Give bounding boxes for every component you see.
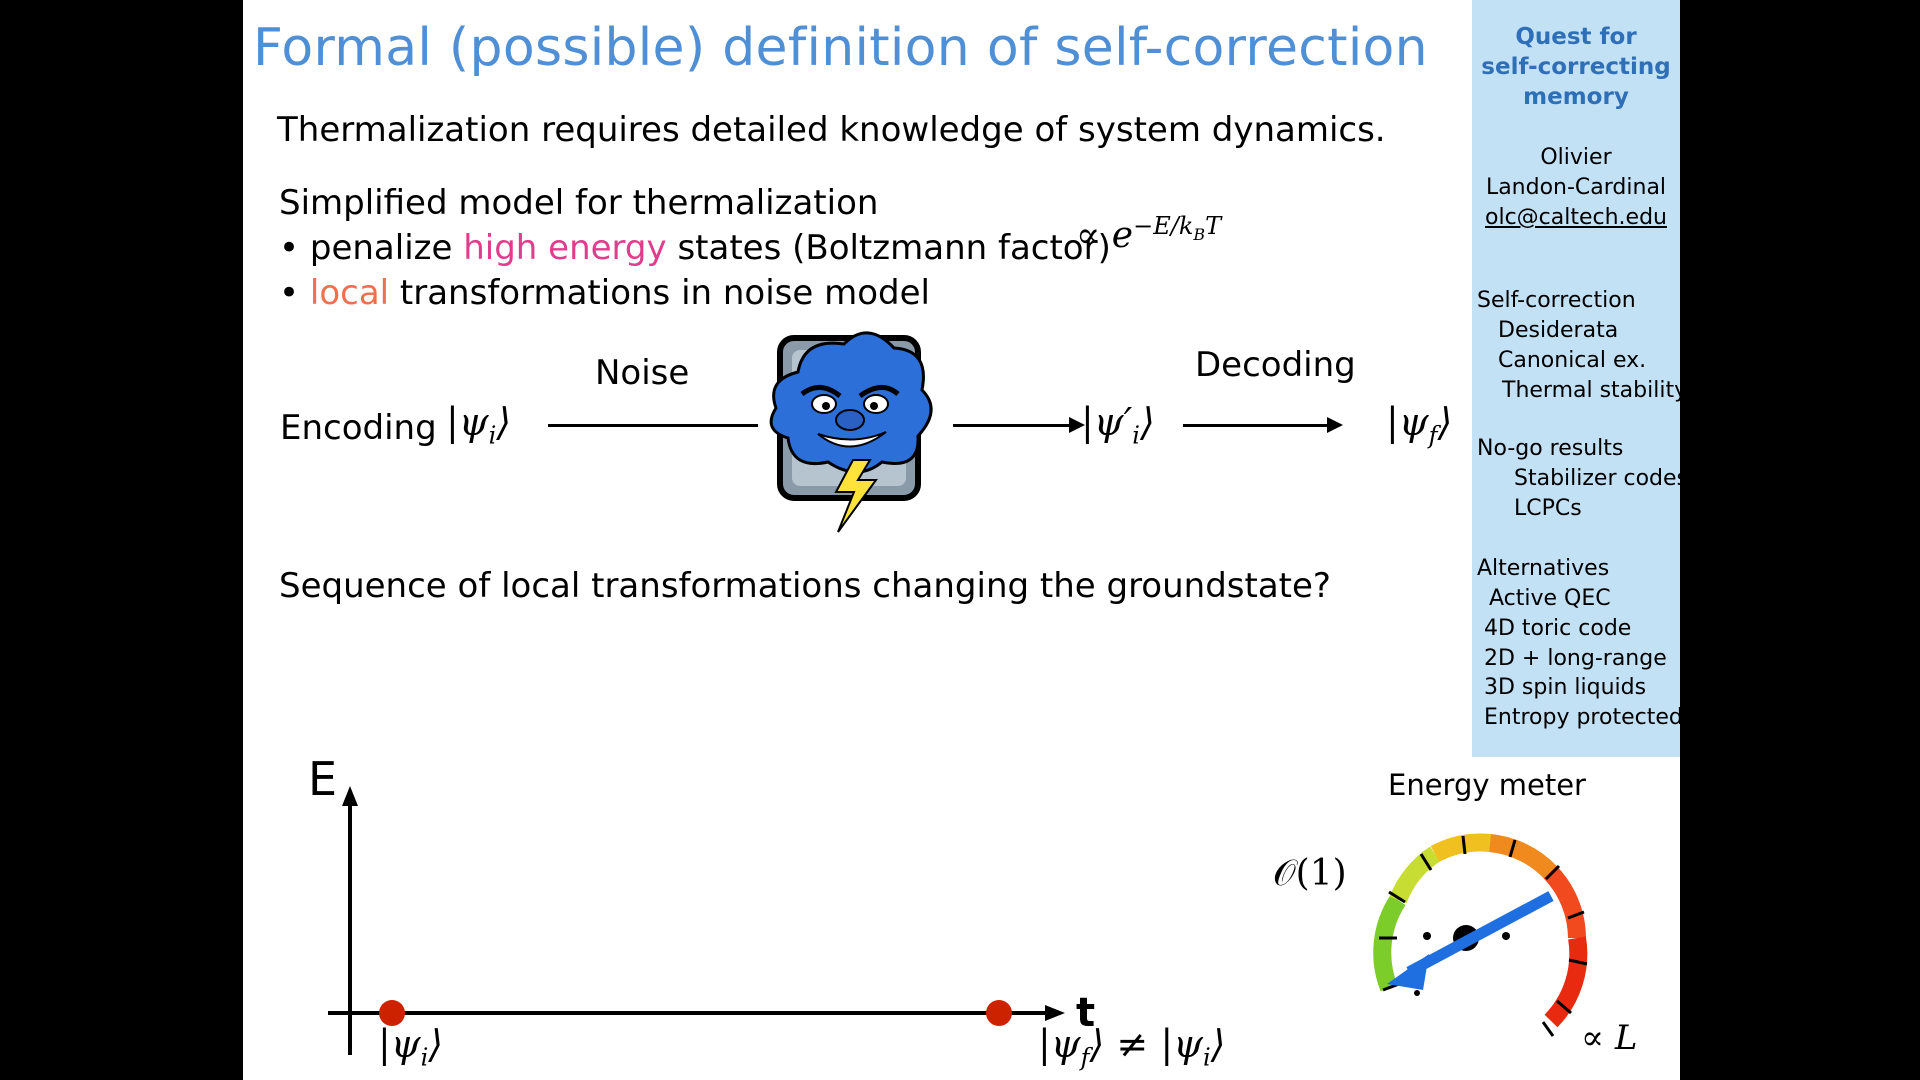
meter-needle-head xyxy=(1387,954,1429,990)
end-state-label: |ψf⟩ ≠ |ψi⟩ xyxy=(1038,1022,1226,1072)
sidebar-item-lcpcs: LCPCs xyxy=(1514,496,1582,521)
decoding-arrow-shaft xyxy=(1183,424,1331,427)
start-state-label: |ψi⟩ xyxy=(378,1022,444,1072)
sidebar-title: Quest for self-correcting memory xyxy=(1481,24,1671,110)
start-state-point xyxy=(379,1000,405,1026)
bullet-boltzmann: • penalize high energy states (Boltzmann… xyxy=(279,228,1111,268)
noise-output-arrow-head xyxy=(1069,417,1085,433)
sidebar-outline: Quest for self-correcting memory Olivier… xyxy=(1472,0,1680,757)
intro-line: Thermalization requires detailed knowled… xyxy=(277,110,1386,150)
noise-line xyxy=(548,424,758,427)
sidebar-item-self-correction: Self-correction xyxy=(1477,288,1636,313)
sidebar-item-canonical-ex: Canonical ex. xyxy=(1498,348,1647,373)
decoding-label: Decoding xyxy=(1195,345,1356,385)
noise-output-arrow-shaft xyxy=(953,424,1073,427)
bullet-local: • local transformations in noise model xyxy=(279,273,930,313)
sidebar-item-active-qec: Active QEC xyxy=(1489,586,1611,611)
energy-meter-gauge xyxy=(1365,808,1595,1048)
bullet-text-pre: penalize xyxy=(309,228,464,268)
y-axis-label: E xyxy=(308,752,338,806)
bullet-mark: • xyxy=(279,228,300,268)
high-energy-highlight: high energy xyxy=(463,228,667,268)
sequence-question: Sequence of local transformations changi… xyxy=(279,566,1331,606)
sidebar-item-desiderata: Desiderata xyxy=(1498,318,1619,343)
bullet-mark: • xyxy=(279,273,300,313)
meter-high-label: ∝ L xyxy=(1581,1018,1638,1058)
psi-i-ket: |ψi⟩ xyxy=(446,400,512,450)
storm-cloud-icon xyxy=(758,310,938,540)
x-axis-label: t xyxy=(1076,990,1096,1036)
noise-label: Noise xyxy=(595,353,690,393)
local-highlight: local xyxy=(309,273,390,313)
end-state-point xyxy=(986,1000,1012,1026)
sidebar-item-no-go-results: No-go results xyxy=(1477,436,1624,461)
y-axis-arrow xyxy=(342,786,358,806)
x-axis-arrow xyxy=(1045,1005,1065,1021)
energy-time-plot xyxy=(293,750,1073,1080)
author-email-link[interactable]: olc@caltech.edu xyxy=(1485,205,1667,230)
sidebar-item-entropy-protected: Entropy protected xyxy=(1484,705,1680,730)
boltzmann-formula: ∝ e−E/kBT xyxy=(1076,212,1222,256)
bullet-text-post: states (Boltzmann factor) xyxy=(666,228,1111,268)
sidebar-item-3d-spin-liquids: 3D spin liquids xyxy=(1484,675,1647,700)
sidebar-item-2d-long-range: 2D + long-range xyxy=(1484,646,1667,671)
sidebar-item-thermal-stability: Thermal stability xyxy=(1502,378,1680,403)
sidebar-item-4d-toric-code: 4D toric code xyxy=(1484,616,1632,641)
sidebar-author: Olivier Landon-Cardinal olc@caltech.edu xyxy=(1472,143,1680,233)
psi-i-prime-ket: |ψ′i⟩ xyxy=(1081,400,1155,450)
bullet-text-post: transformations in noise model xyxy=(389,273,930,313)
psi-f-ket: |ψf⟩ xyxy=(1386,400,1453,450)
meter-needle xyxy=(1406,891,1554,977)
slide: Formal (possible) definition of self-cor… xyxy=(243,0,1680,1080)
meter-low-label: 𝒪(1) xyxy=(1273,853,1347,894)
slide-title: Formal (possible) definition of self-cor… xyxy=(253,18,1428,78)
energy-meter-title: Energy meter xyxy=(1388,768,1586,802)
sidebar-item-alternatives: Alternatives xyxy=(1477,556,1610,581)
encoding-label: Encoding xyxy=(280,408,437,448)
sidebar-item-stabilizer-codes: Stabilizer codes xyxy=(1514,466,1680,491)
model-heading: Simplified model for thermalization xyxy=(279,183,879,223)
decoding-arrow-head xyxy=(1327,417,1343,433)
